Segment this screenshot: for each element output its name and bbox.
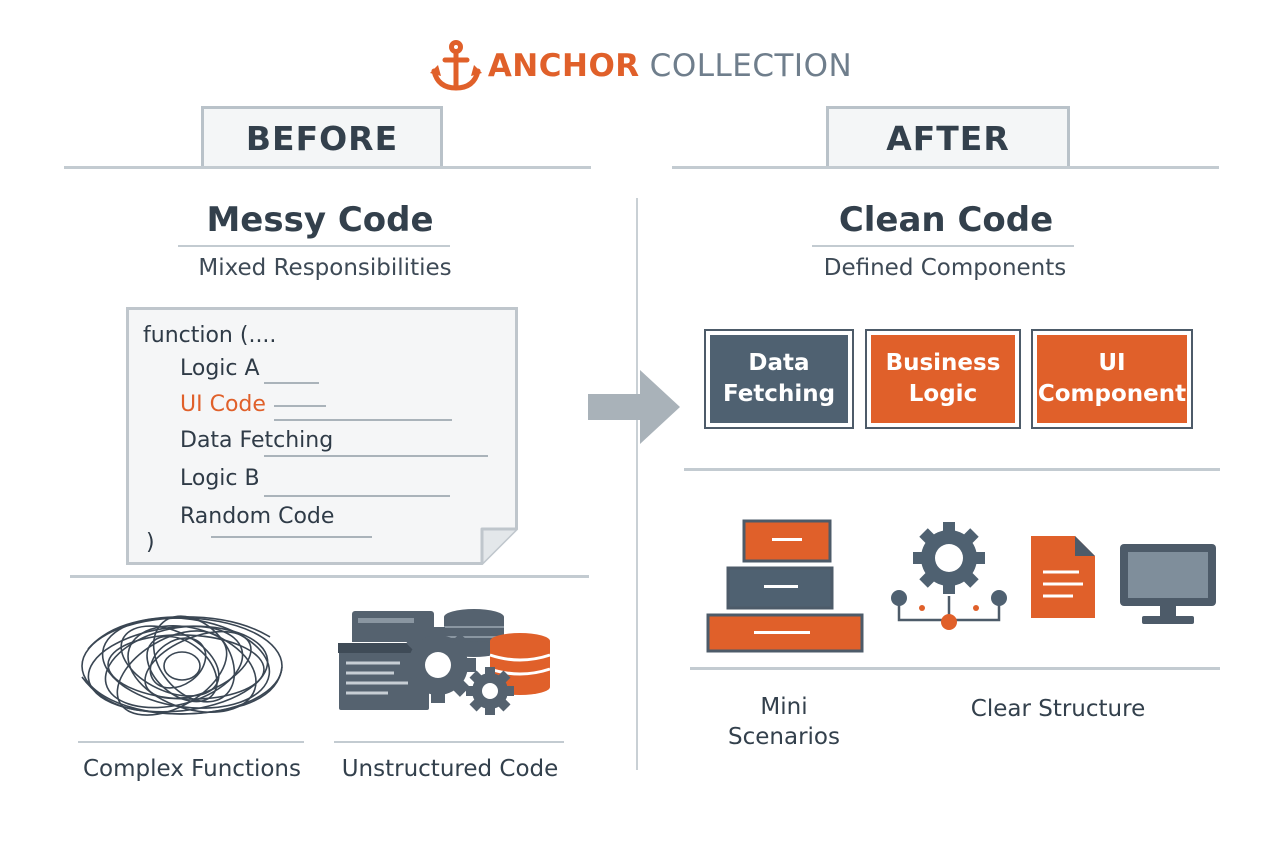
tangle-icon xyxy=(81,615,283,716)
before-title-underline xyxy=(178,245,450,247)
after-mid-divider xyxy=(684,468,1220,471)
before-mid-divider xyxy=(70,575,589,578)
after-tab-divider xyxy=(672,166,1219,169)
after-bottom-divider xyxy=(690,667,1220,670)
monitor-icon xyxy=(1120,544,1216,624)
before-subtitle: Mixed Responsibilities xyxy=(198,255,452,281)
anchor-icon xyxy=(429,40,482,91)
code-line-function: function (.... xyxy=(143,323,277,348)
box-data-fetching-line1: Data xyxy=(748,349,810,376)
brand-word-collection: COLLECTION xyxy=(649,48,853,84)
label-unstructured-code: Unstructured Code xyxy=(341,756,559,782)
label-scenarios: Scenarios xyxy=(728,724,840,750)
code-line-ui-code: UI Code xyxy=(180,392,266,417)
component-box-ui-component: UI Component xyxy=(1031,329,1193,429)
label-clear-structure: Clear Structure xyxy=(970,696,1146,722)
box-business-logic-line1: Business xyxy=(885,349,1001,376)
code-line-logic-b: Logic B xyxy=(180,466,260,491)
center-divider xyxy=(636,198,638,770)
box-ui-component-line1: UI xyxy=(1098,349,1126,376)
box-ui-component-line2: Component xyxy=(1037,381,1187,407)
before-tab: BEFORE xyxy=(201,106,443,168)
code-line-close: ) xyxy=(146,530,155,555)
unstructured-code-underline xyxy=(334,741,564,743)
code-line-random-code: Random Code xyxy=(180,504,335,529)
after-subtitle: Defined Components xyxy=(823,255,1067,281)
complex-functions-underline xyxy=(78,741,304,743)
brand-header: ANCHOR COLLECTION xyxy=(0,38,1280,94)
code-document xyxy=(126,307,518,565)
label-complex-functions: Complex Functions xyxy=(82,756,301,782)
unstructured-code-icon xyxy=(337,609,551,715)
gear-network-icon xyxy=(891,522,1007,630)
brand-word-anchor: ANCHOR xyxy=(487,48,640,84)
label-mini: Mini xyxy=(760,694,808,720)
after-tab: AFTER xyxy=(826,106,1070,168)
after-title-underline xyxy=(812,245,1074,247)
arrow-right-icon xyxy=(588,370,680,444)
document-icon xyxy=(1031,536,1095,618)
box-business-logic-line2: Logic xyxy=(908,381,978,407)
before-tab-divider xyxy=(64,166,591,169)
code-line-data-fetching: Data Fetching xyxy=(180,428,334,453)
after-title: Clean Code xyxy=(838,200,1054,240)
layers-stack-icon xyxy=(706,519,864,653)
code-line-logic-a: Logic A xyxy=(180,356,260,381)
before-title: Messy Code xyxy=(206,200,434,240)
box-data-fetching-line2: Fetching xyxy=(722,381,836,407)
